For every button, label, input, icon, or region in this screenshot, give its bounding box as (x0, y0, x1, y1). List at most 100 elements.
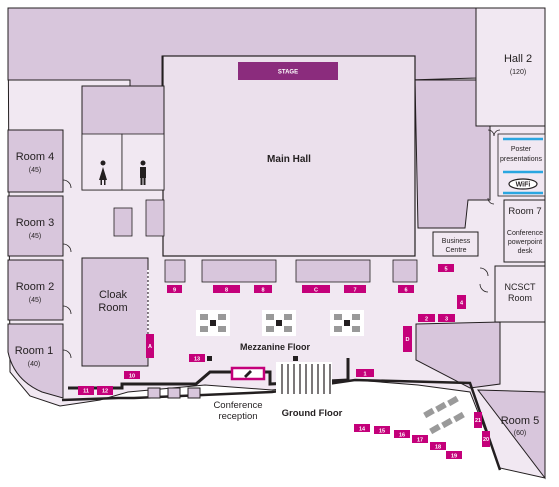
booth-11[interactable]: 11 (78, 386, 94, 395)
door-arcs (62, 129, 501, 359)
hall-bay-4 (392, 259, 418, 283)
svg-text:7: 7 (353, 287, 356, 293)
booth-18[interactable]: 18 (430, 442, 446, 450)
ncsct-label-1: NCSCT (505, 282, 537, 292)
booth-a[interactable]: A (146, 334, 154, 358)
svg-text:3: 3 (445, 316, 448, 322)
hall-2-capacity: (120) (510, 69, 526, 76)
booth-19[interactable]: 19 (446, 451, 462, 459)
poster-label-2: presentations (500, 156, 543, 163)
room-1[interactable] (7, 323, 64, 399)
room-4-label: Room 4 (16, 151, 55, 163)
room-2-label: Room 2 (16, 281, 55, 293)
booth-16[interactable]: 16 (394, 430, 410, 438)
hall-2-label: Hall 2 (504, 53, 532, 65)
booth-17[interactable]: 17 (412, 435, 428, 443)
business-centre[interactable] (432, 231, 479, 257)
reception-pen-icon (244, 370, 252, 378)
hall-bay-3 (295, 259, 371, 283)
booth-1[interactable]: 1 (356, 369, 374, 377)
room-7-label: Room 7 (508, 206, 541, 217)
svg-text:16: 16 (399, 432, 405, 438)
booth-20[interactable]: 20 (482, 431, 490, 447)
main-hall[interactable] (162, 55, 416, 257)
ppt-desk-label-3: desk (518, 248, 533, 255)
ppt-desk-label-1: Conference (507, 230, 543, 237)
booth-5[interactable]: 5 (438, 264, 454, 272)
svg-text:6: 6 (404, 287, 407, 293)
ground-floor-label: Ground Floor (282, 408, 343, 419)
mezzanine-table-1 (196, 310, 230, 336)
hall-bay-2 (201, 259, 277, 283)
booth-14[interactable]: 14 (354, 424, 370, 432)
business-centre-label-1: Business (442, 238, 471, 245)
lift-2 (145, 199, 165, 237)
booth-8b[interactable]: 8 (254, 285, 272, 293)
cloak-room[interactable] (81, 257, 149, 367)
svg-text:12: 12 (102, 389, 108, 395)
svg-text:D: D (406, 337, 410, 343)
mezzanine-table-3 (330, 310, 364, 336)
room-2[interactable] (7, 259, 64, 321)
room-5-label: Room 5 (501, 415, 540, 427)
booth-21[interactable]: 21 (474, 412, 482, 428)
main-hall-label: Main Hall (267, 154, 311, 165)
booth-12[interactable]: 12 (97, 386, 113, 395)
svg-text:8: 8 (261, 287, 264, 293)
svg-text:14: 14 (359, 426, 366, 432)
room-3-label: Room 3 (16, 217, 55, 229)
room-2-capacity: (45) (29, 297, 41, 304)
booth-3[interactable]: 3 (438, 314, 455, 322)
booth-2[interactable]: 2 (418, 314, 435, 322)
ppt-desk-label-2: powerpoint (508, 239, 542, 246)
booth-4[interactable]: 4 (457, 295, 466, 309)
ncsct-room[interactable] (494, 265, 546, 323)
south-east-block (415, 321, 501, 389)
svg-text:4: 4 (460, 301, 464, 307)
lift-1 (113, 207, 133, 237)
svg-text:19: 19 (451, 453, 457, 459)
svg-text:1: 1 (363, 371, 366, 377)
svg-text:20: 20 (483, 437, 489, 443)
cloak-room-label-2: Room (98, 302, 127, 314)
ground-floor-tables (423, 395, 465, 435)
svg-text:2: 2 (425, 316, 428, 322)
booth-7[interactable]: 7 (344, 285, 366, 293)
hall-2[interactable] (475, 7, 546, 127)
room-7[interactable] (503, 199, 546, 263)
room-3-capacity: (45) (29, 233, 41, 240)
ncsct-label-2: Room (508, 293, 532, 303)
svg-text:21: 21 (475, 418, 481, 424)
room-4[interactable] (7, 129, 64, 193)
cloak-room-label-1: Cloak (99, 289, 128, 301)
mezzanine-floor-label: Mezzanine Floor (240, 342, 311, 352)
hall-bay-1 (164, 259, 186, 283)
booth-10[interactable]: 10 (124, 371, 140, 379)
wifi-icon (508, 178, 538, 190)
conference-reception-label-2: reception (218, 411, 257, 422)
booth-8a[interactable]: 8 (213, 285, 240, 293)
stage-label: STAGE (278, 70, 298, 76)
svg-text:10: 10 (129, 373, 135, 379)
booth-c[interactable]: C (302, 285, 330, 293)
business-centre-label-2: Centre (445, 247, 466, 254)
booth-13[interactable]: 13 (189, 354, 205, 362)
room-1-capacity: (40) (28, 361, 40, 368)
staircase-icon (276, 362, 332, 394)
svg-text:11: 11 (83, 389, 89, 395)
room-4-capacity: (45) (29, 167, 41, 174)
svg-text:C: C (314, 287, 318, 293)
svg-text:13: 13 (194, 356, 200, 362)
room-5[interactable] (476, 389, 546, 480)
booth-15[interactable]: 15 (374, 426, 390, 434)
svg-text:18: 18 (435, 444, 441, 450)
room-3[interactable] (7, 195, 64, 257)
booth-d[interactable]: D (403, 326, 412, 352)
mens-toilet-icon (140, 160, 146, 185)
mezzanine-table-2 (262, 310, 296, 336)
svg-text:17: 17 (417, 437, 423, 443)
mezzanine-lower-edge (61, 378, 502, 471)
booth-6[interactable]: 6 (398, 285, 414, 293)
booth-9[interactable]: 9 (167, 285, 182, 293)
